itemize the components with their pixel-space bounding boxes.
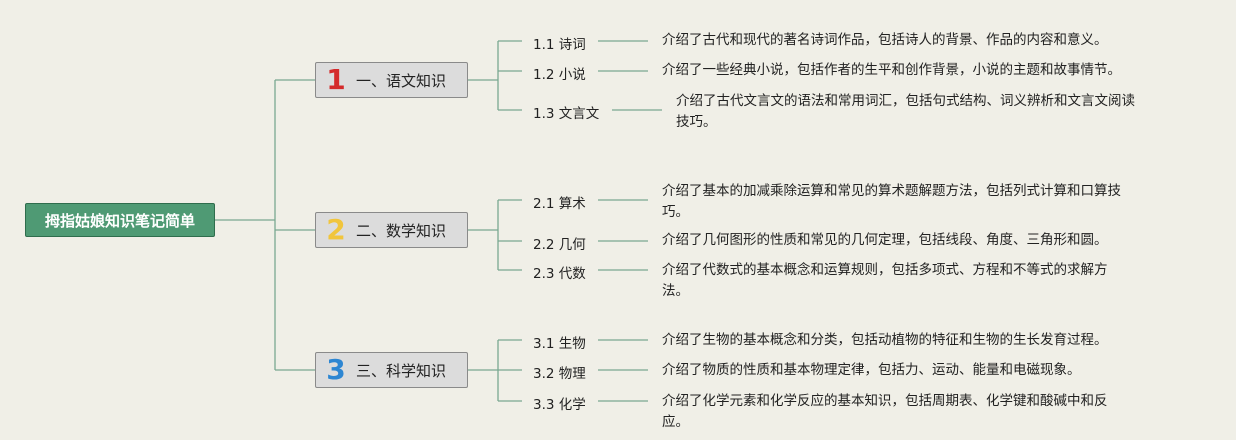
leaf-description: 介绍了物质的性质和基本物理定律，包括力、运动、能量和电磁现象。 <box>662 362 1081 378</box>
branch-node-chinese[interactable]: 1 一、语文知识 <box>315 62 468 98</box>
leaf-node-physics[interactable]: 3.2 物理 <box>533 366 586 382</box>
branch-label: 一、语文知识 <box>356 71 447 90</box>
leaf-description: 介绍了代数式的基本概念和运算规则，包括多项式、方程和不等式的求解方法。 <box>662 262 1108 299</box>
branch-label: 三、科学知识 <box>356 361 447 380</box>
leaf-node-chemistry[interactable]: 3.3 化学 <box>533 397 586 413</box>
leaf-node-algebra[interactable]: 2.3 代数 <box>533 266 586 282</box>
leaf-description: 介绍了化学元素和化学反应的基本知识，包括周期表、化学键和酸碱中和反应。 <box>662 393 1108 430</box>
leaf-node-biology[interactable]: 3.1 生物 <box>533 336 586 352</box>
root-title: 拇指姑娘知识笔记简单 <box>44 211 195 230</box>
leaf-description: 介绍了古代文言文的语法和常用词汇，包括句式结构、词义辨析和文言文阅读技巧。 <box>676 93 1135 130</box>
branch-label: 二、数学知识 <box>356 221 447 240</box>
leaf-description: 介绍了古代和现代的著名诗词作品，包括诗人的背景、作品的内容和意义。 <box>662 32 1108 48</box>
leaf-node-novel[interactable]: 1.2 小说 <box>533 67 586 83</box>
branch-number: 2 <box>326 213 346 246</box>
leaf-node-geometry[interactable]: 2.2 几何 <box>533 237 586 253</box>
leaf-description: 介绍了生物的基本概念和分类，包括动植物的特征和生物的生长发育过程。 <box>662 332 1108 348</box>
branch-node-science[interactable]: 3 三、科学知识 <box>315 352 468 388</box>
leaf-description: 介绍了一些经典小说，包括作者的生平和创作背景，小说的主题和故事情节。 <box>662 62 1121 78</box>
leaf-node-classical[interactable]: 1.3 文言文 <box>533 106 600 122</box>
branch-node-math[interactable]: 2 二、数学知识 <box>315 212 468 248</box>
leaf-node-poetry[interactable]: 1.1 诗词 <box>533 37 586 53</box>
leaf-description: 介绍了基本的加减乘除运算和常见的算术题解题方法，包括列式计算和口算技巧。 <box>662 183 1121 220</box>
branch-number: 1 <box>326 63 346 96</box>
branch-number: 3 <box>326 353 346 386</box>
leaf-node-arithmetic[interactable]: 2.1 算术 <box>533 196 586 212</box>
leaf-description: 介绍了几何图形的性质和常见的几何定理，包括线段、角度、三角形和圆。 <box>662 232 1108 248</box>
root-node[interactable]: 拇指姑娘知识笔记简单 <box>25 203 215 237</box>
